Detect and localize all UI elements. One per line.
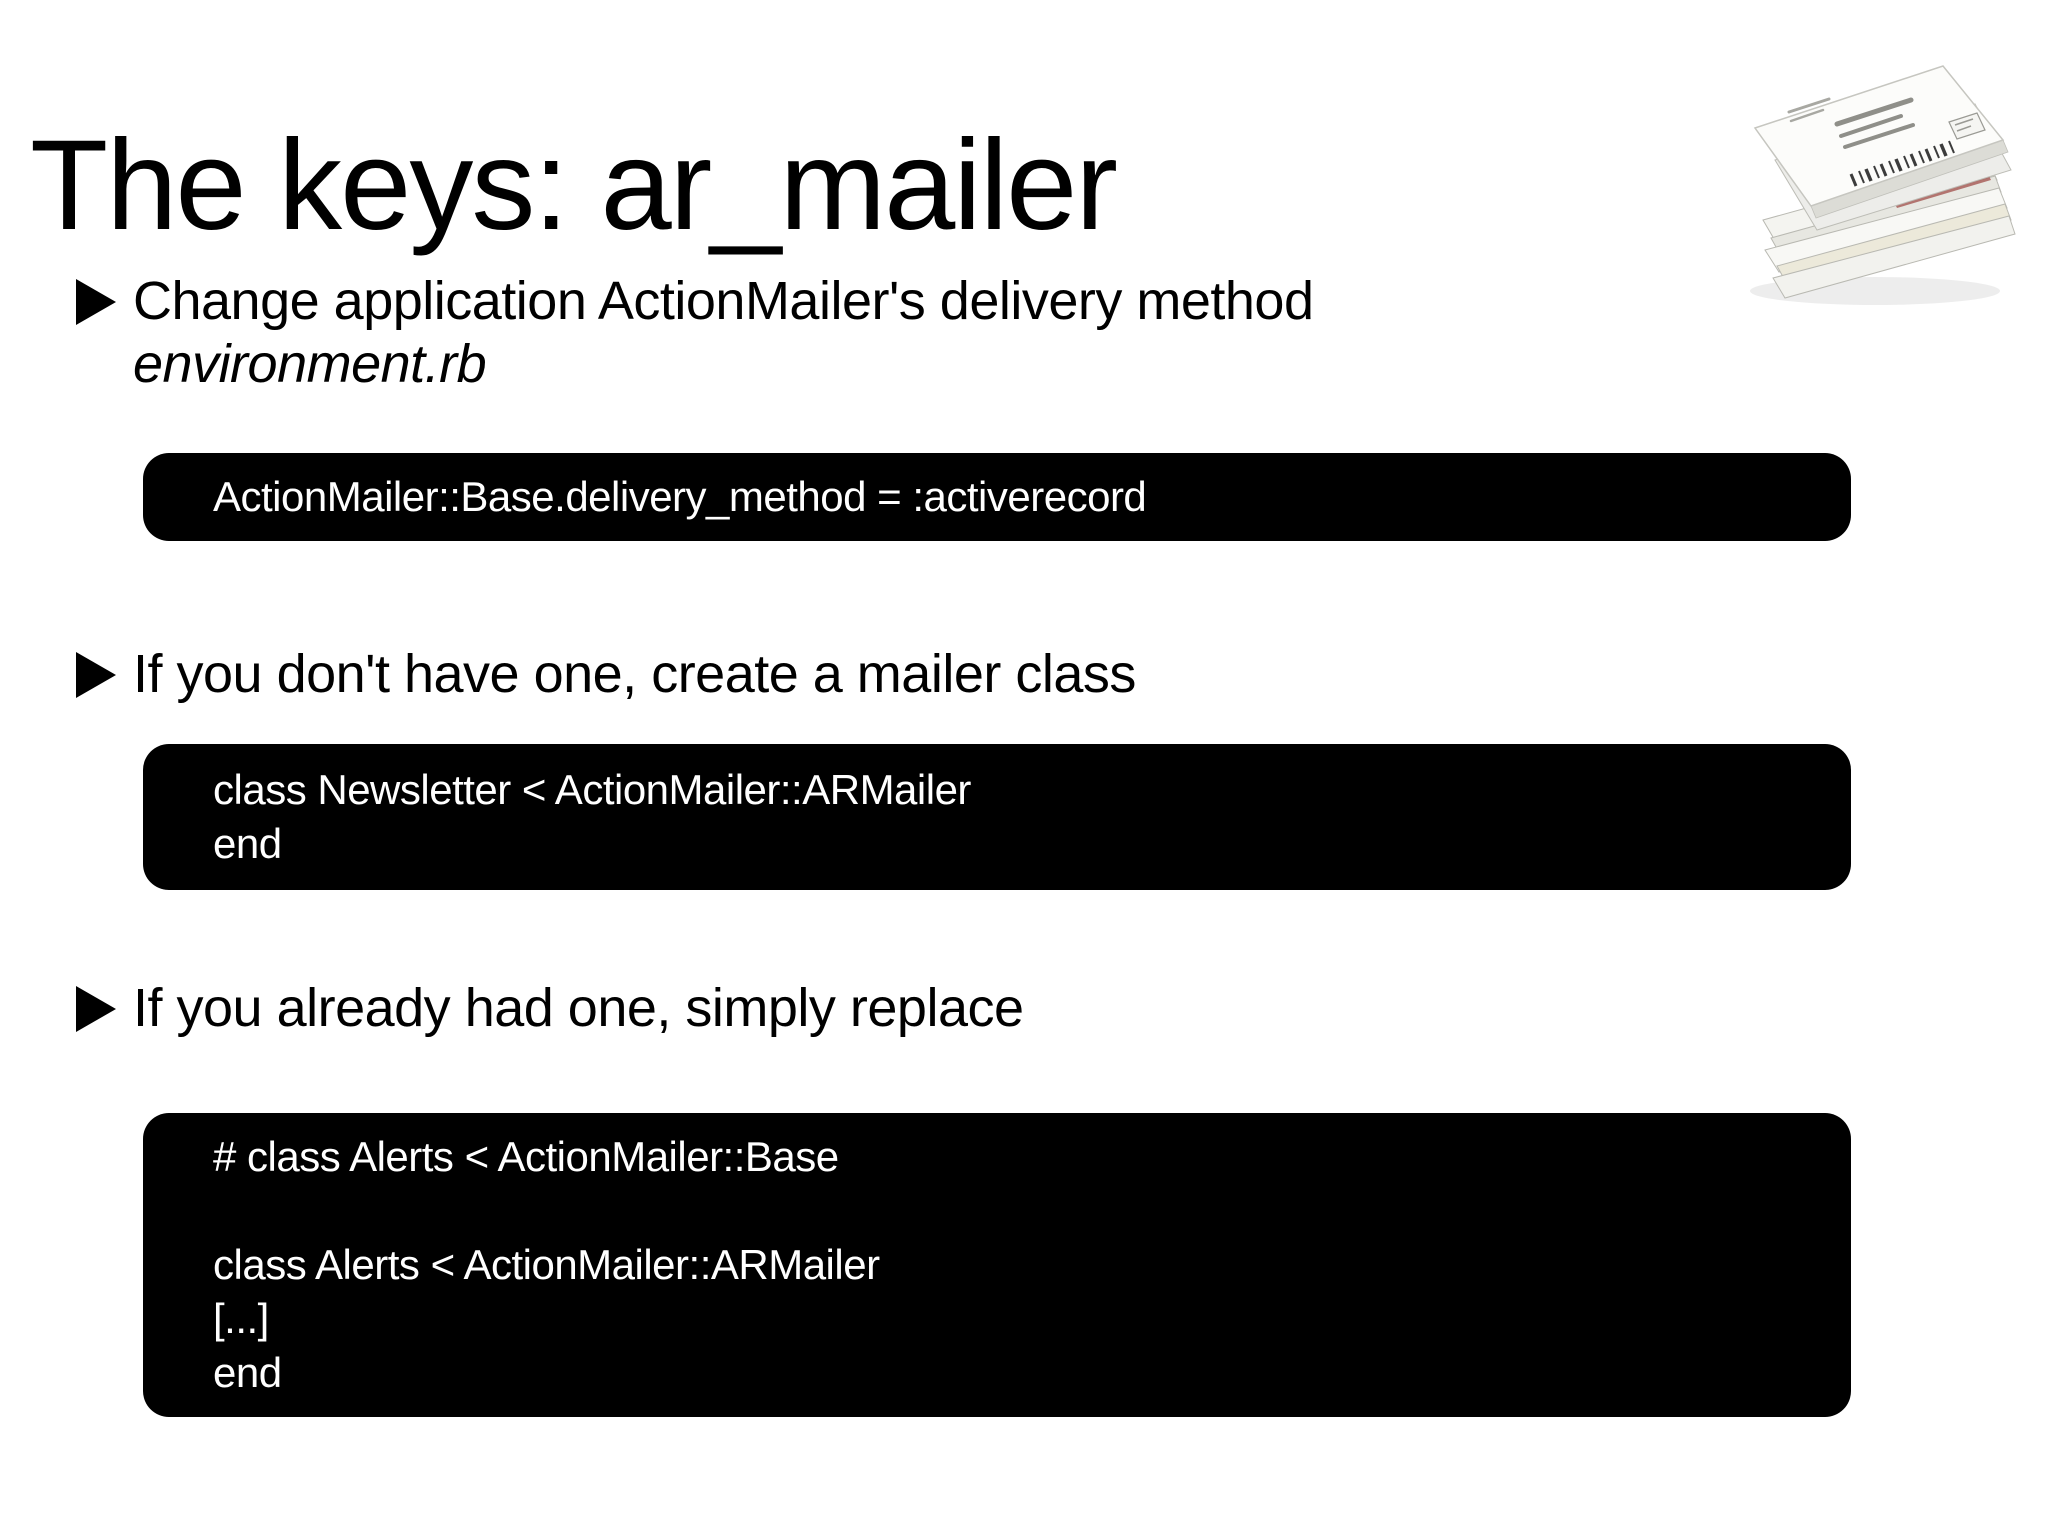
bullet-3-text: If you already had one, simply replace <box>133 978 1024 1038</box>
code-line <box>213 1184 1781 1238</box>
bullet-item-2: If you don't have one, create a mailer c… <box>76 643 1136 706</box>
code-block-2: class Newsletter < ActionMailer::ARMaile… <box>143 744 1851 890</box>
bullet-1-subtext: environment.rb <box>133 334 487 394</box>
code-line: end <box>213 820 282 867</box>
code-line: ActionMailer::Base.delivery_method = :ac… <box>213 473 1147 520</box>
code-line: [...] <box>213 1295 269 1342</box>
code-block-3: # class Alerts < ActionMailer::Base clas… <box>143 1113 1851 1417</box>
bullet-item-1: Change application ActionMailer's delive… <box>76 270 1314 396</box>
code-line: # class Alerts < ActionMailer::Base <box>213 1133 839 1180</box>
bullet-arrow-icon <box>76 279 116 325</box>
bullet-arrow-icon <box>76 652 116 698</box>
bullet-arrow-icon <box>76 986 116 1032</box>
code-line: end <box>213 1349 282 1396</box>
bullet-1-text: Change application ActionMailer's delive… <box>133 271 1314 331</box>
envelope-stack-image <box>1750 65 2016 305</box>
code-block-1: ActionMailer::Base.delivery_method = :ac… <box>143 453 1851 541</box>
bullet-2-text: If you don't have one, create a mailer c… <box>133 644 1136 704</box>
bullet-item-3: If you already had one, simply replace <box>76 977 1024 1040</box>
code-line: class Alerts < ActionMailer::ARMailer <box>213 1241 880 1288</box>
code-line: class Newsletter < ActionMailer::ARMaile… <box>213 766 971 813</box>
slide-title: The keys: ar_mailer <box>30 113 1118 257</box>
